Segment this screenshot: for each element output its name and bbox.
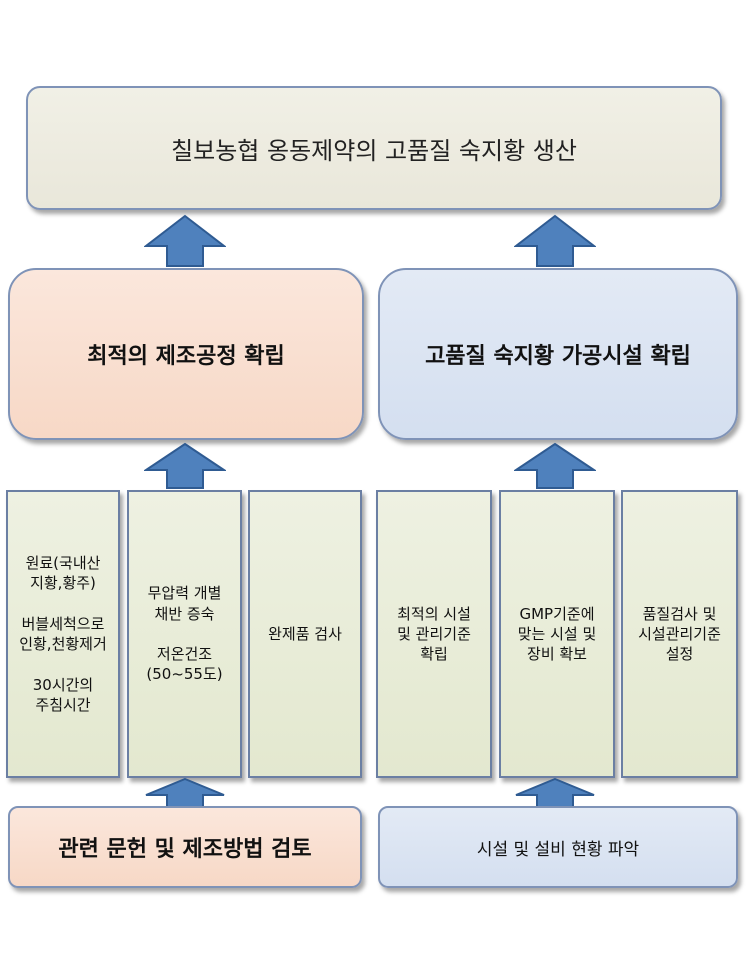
process-step-column: 완제품 검사 [248, 490, 362, 778]
facility-title-box: 고품질 숙지황 가공시설 확립 [378, 268, 738, 440]
literature-review-text: 관련 문헌 및 제조방법 검토 [58, 837, 312, 862]
column-line: 주침시간 [35, 695, 91, 714]
column-line: 30시간의 [32, 675, 94, 694]
facility-title: 고품질 숙지황 가공시설 확립 [425, 344, 691, 369]
column-line: 시설관리기준 [638, 624, 721, 643]
column-line: 장비 확보 [527, 645, 587, 664]
column-line [61, 654, 66, 674]
column-line [182, 624, 187, 644]
up-arrow-icon [514, 442, 596, 489]
column-line: 맞는 시설 및 [517, 624, 597, 643]
column-line: 무압력 개별 [147, 584, 222, 603]
column-line: 최적의 시설 [397, 604, 471, 623]
process-step-column: 원료(국내산 지황,황주) 버블세척으로 인황,천황제거 30시간의 주침시간 [6, 490, 120, 778]
up-arrow-icon [514, 214, 596, 267]
literature-review-box: 관련 문헌 및 제조방법 검토 [8, 806, 362, 888]
column-line: 및 관리기준 [397, 624, 471, 643]
column-line: 확립 [420, 645, 448, 664]
column-line: 저온건조 [156, 645, 213, 664]
column-line: 버블세척으로 [21, 614, 105, 633]
up-arrow-icon [144, 442, 226, 489]
column-line [61, 594, 66, 614]
column-line: 인황,천황제거 [19, 635, 107, 653]
process-title: 최적의 제조공정 확립 [87, 344, 285, 369]
facility-step-column: 최적의 시설 및 관리기준 확립 [376, 490, 492, 778]
column-line: 채반 증숙 [154, 604, 215, 623]
column-line: GMP기준에 [519, 604, 595, 623]
process-title-box: 최적의 제조공정 확립 [8, 268, 364, 440]
facility-step-column: GMP기준에 맞는 시설 및 장비 확보 [499, 490, 615, 778]
column-line: 완제품 검사 [268, 624, 342, 643]
goal-text: 칠보농협 옹동제약의 고품질 숙지황 생산 [171, 136, 577, 165]
up-arrow-icon [145, 778, 225, 808]
facility-survey-box: 시설 및 설비 현황 파악 [378, 806, 738, 888]
up-arrow-icon [144, 214, 226, 267]
column-line: 품질검사 및 [642, 604, 717, 623]
facility-survey-text: 시설 및 설비 현황 파악 [476, 839, 640, 860]
process-step-column: 무압력 개별 채반 증숙 저온건조 (50~55도) [127, 490, 242, 778]
column-line: 설정 [665, 645, 694, 664]
facility-step-column: 품질검사 및 시설관리기준 설정 [621, 490, 738, 778]
up-arrow-icon [515, 778, 595, 808]
column-line: (50~55도) [146, 665, 223, 684]
goal-box: 칠보농협 옹동제약의 고품질 숙지황 생산 [26, 86, 722, 210]
column-line: 원료(국내산 [25, 554, 101, 572]
column-line: 지황,황주) [30, 574, 96, 593]
